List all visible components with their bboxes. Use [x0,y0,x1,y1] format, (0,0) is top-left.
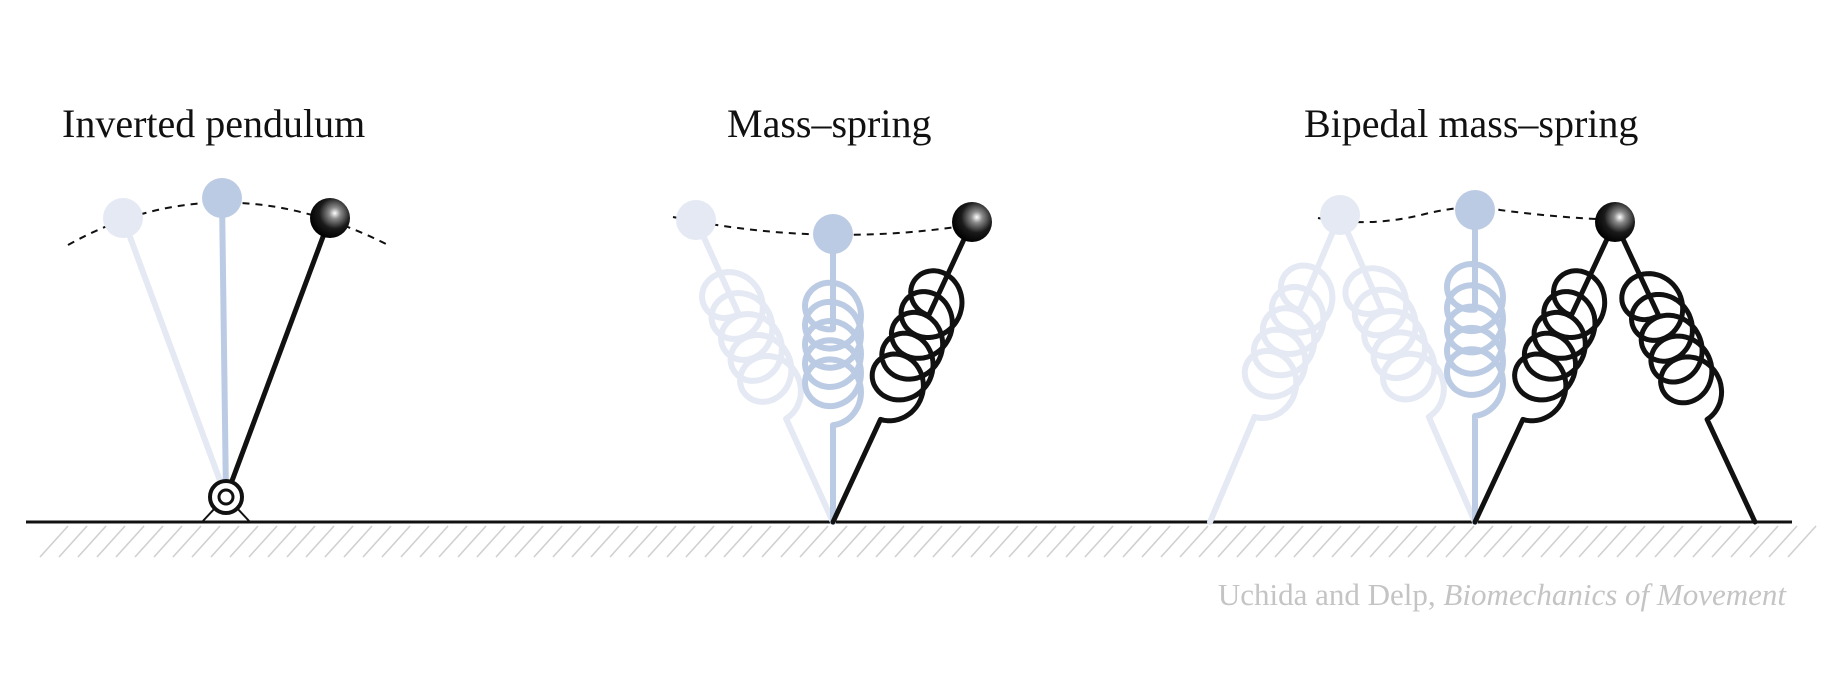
spring-leg [830,219,975,525]
ground-hatching [39,525,1817,558]
ghost-spring-leg-left-a [1207,212,1343,525]
ghost-spring-leg-left-b [1337,212,1478,525]
bipedal-mass-spring-title: Bipedal mass–spring [1304,101,1639,146]
spring-leg-left [1472,219,1618,525]
ghost-spring-leg-middle [802,231,864,525]
spring-leg-right [1612,219,1758,525]
ghost-mass-middle [1455,190,1495,230]
bipedal-mass-spring-model [1207,190,1758,525]
point-mass [310,198,350,238]
pendulum-leg [223,217,333,498]
ghost-mass-middle [813,214,853,254]
ghost-mass-left [1320,195,1360,235]
credit-source: Biomechanics of Movement [1443,577,1786,612]
point-mass [952,202,992,242]
figure-credit: Uchida and Delp, Biomechanics of Movemen… [1218,577,1786,613]
ghost-mass-middle [202,178,242,218]
ghost-mass-left [103,198,143,238]
ghost-mass-left [676,200,716,240]
mass-spring-model [672,200,992,525]
pin-joint-icon [201,479,251,523]
mass-spring-title: Mass–spring [727,101,932,146]
inverted-pendulum-title: Inverted pendulum [62,101,366,146]
ghost-leg-middle [219,197,229,498]
ghost-spring-leg-left [693,217,836,525]
ghost-spring-leg-middle [1444,207,1506,525]
ghost-leg-left [120,216,229,499]
ground [26,520,1817,558]
point-mass [1595,202,1635,242]
inverted-pendulum-model [67,178,389,523]
credit-authors: Uchida and Delp, [1217,577,1436,612]
